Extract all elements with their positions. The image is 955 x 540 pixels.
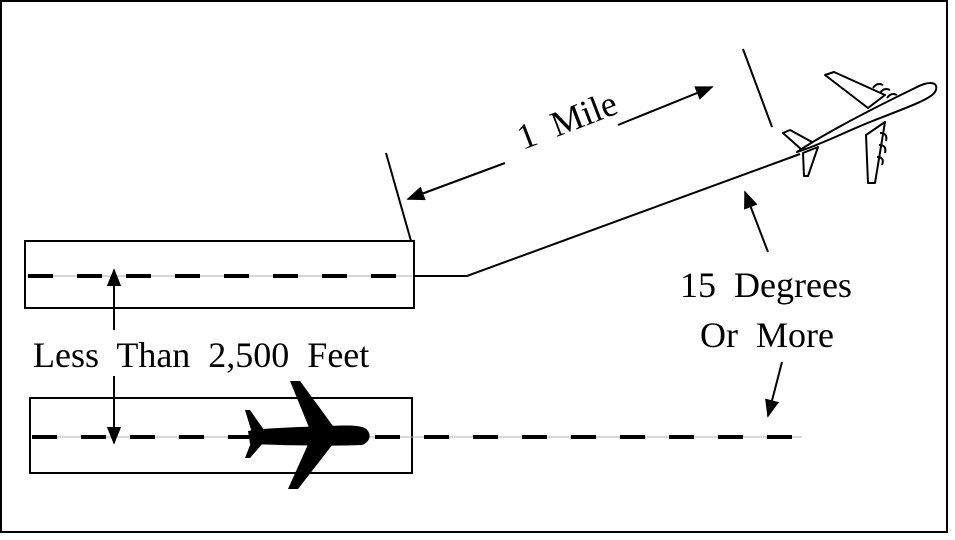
separation-label: Less Than 2,500 Feet xyxy=(33,335,370,375)
frame-border xyxy=(0,0,948,533)
airplane-black-icon xyxy=(245,381,370,489)
distance-arrow-left xyxy=(406,162,506,201)
angle-arrow-up xyxy=(744,190,769,253)
angle-label-line2: Or More xyxy=(700,315,834,355)
departure-path xyxy=(414,153,801,277)
runway-upper xyxy=(24,240,415,309)
runway-lower xyxy=(29,397,802,474)
extension-line-start xyxy=(385,152,412,242)
angle-label-line1: 15 Degrees xyxy=(680,265,852,305)
extension-line-end xyxy=(742,48,773,128)
angle-arrow-down xyxy=(765,361,783,418)
distance-arrow-right xyxy=(617,86,714,126)
airplane-outline-icon xyxy=(782,71,938,184)
